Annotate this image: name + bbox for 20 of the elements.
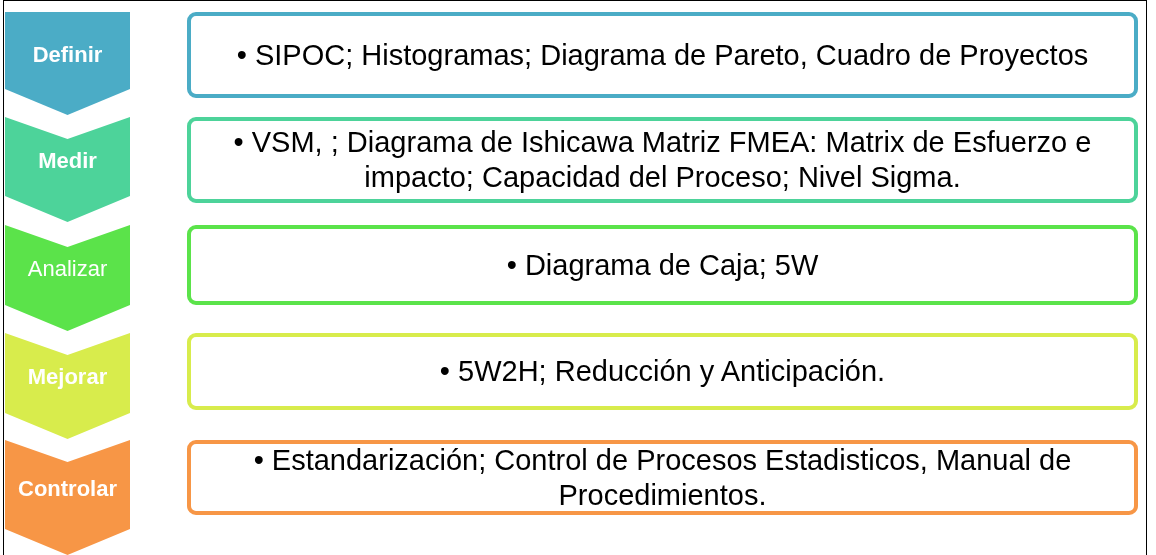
chevron-step [5,333,130,439]
chevron-step [5,225,130,331]
chevron-step [5,440,130,555]
step-label: Analizar [27,256,108,282]
chevron-step [5,12,130,115]
text-box [187,225,1138,305]
step-label: Medir [38,147,97,174]
step-description: • Diagrama de Caja; 5W [506,247,819,283]
text-box [187,12,1138,98]
step-description: • SIPOC; Histogramas; Diagrama de Pareto, Cuadro de Proyectos [236,37,1089,73]
step-label: Definir [32,41,103,68]
text-box [187,333,1138,410]
step-description: • VSM, ; Diagrama de Ishicawa Matriz FMEA: Matrix de Esfuerzo e impacto; Capacidad del Proceso; Nivel Sigma. [232,125,1093,195]
step-label: Controlar [18,475,117,502]
text-box [187,117,1138,203]
step-label: Mejorar [27,364,108,390]
chevron-step [5,117,130,222]
text-box [187,440,1138,515]
step-description: • 5W2H; Reducción y Anticipación. [439,354,886,389]
step-description: • Estandarización; Control de Procesos Estadisticos, Manual de Procedimientos. [252,442,1073,513]
